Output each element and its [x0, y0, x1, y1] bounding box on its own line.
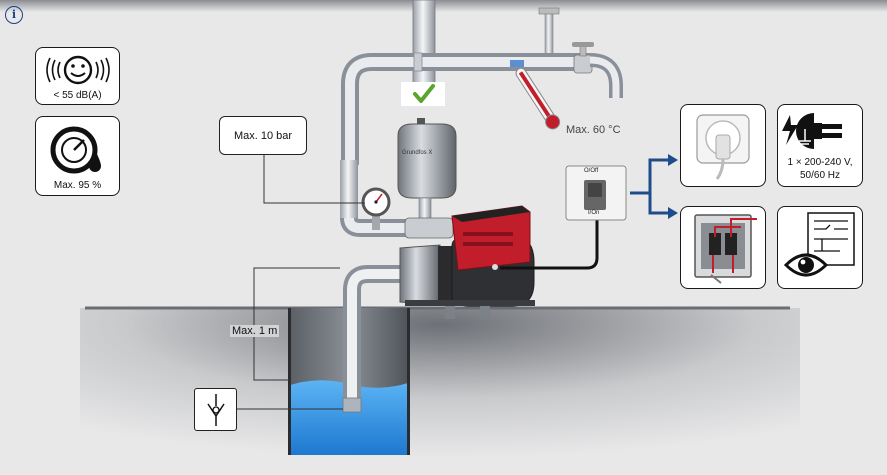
pressure-tank: Grundfos X	[397, 118, 457, 221]
power-plug-icon	[782, 113, 842, 149]
pressure-callout: Max. 10 bar	[219, 116, 307, 155]
well-water	[290, 380, 408, 455]
noise-card: < 55 dB(A)	[35, 47, 120, 105]
electrical-panel-icon	[694, 214, 757, 284]
panel-card	[680, 206, 766, 289]
diagram-view-card	[777, 206, 863, 289]
wall-socket-icon	[696, 114, 750, 180]
switch-on-label: I/On	[588, 210, 600, 216]
gauge-droplet-icon	[50, 126, 101, 174]
arrow-to-panel	[648, 193, 670, 215]
switch-icon	[565, 165, 627, 221]
check-valve-card	[194, 388, 237, 431]
socket-card	[680, 104, 766, 187]
foot-valve	[342, 397, 362, 413]
ceiling	[0, 0, 887, 12]
check-valve-icon	[206, 393, 225, 426]
power-rating-line2: 50/60 Hz	[799, 170, 841, 181]
check-icon	[413, 84, 435, 103]
power-card: 1 × 200-240 V, 50/60 Hz	[777, 104, 863, 187]
switch-off-label: O/Off	[584, 168, 599, 174]
pump-unit	[399, 205, 535, 319]
humidity-card: Max. 95 %	[35, 116, 120, 196]
pressure-pipe	[340, 160, 358, 220]
info-icon[interactable]: i	[5, 6, 23, 24]
noise-label: < 55 dB(A)	[53, 90, 102, 101]
tank-brand: Grundfos X	[402, 150, 432, 156]
ground	[80, 308, 800, 475]
power-rating-line1: 1 × 200-240 V,	[787, 157, 853, 168]
arrow-to-socket	[630, 158, 670, 195]
suction-depth-label: Max. 1 m	[230, 325, 280, 337]
pressure-leader	[263, 155, 365, 204]
depth-bracket	[253, 267, 340, 381]
smiley-sound-waves-icon	[46, 55, 110, 85]
power-cable	[500, 218, 599, 270]
thermometer-icon	[510, 60, 561, 130]
wiring-diagram-eye-icon	[783, 212, 855, 277]
humidity-label: Max. 95 %	[53, 180, 102, 191]
check-indicator	[401, 82, 445, 106]
distribution-pipe	[341, 53, 590, 165]
temperature-label: Max. 60 °C	[566, 124, 621, 136]
pressure-gauge	[361, 187, 391, 230]
